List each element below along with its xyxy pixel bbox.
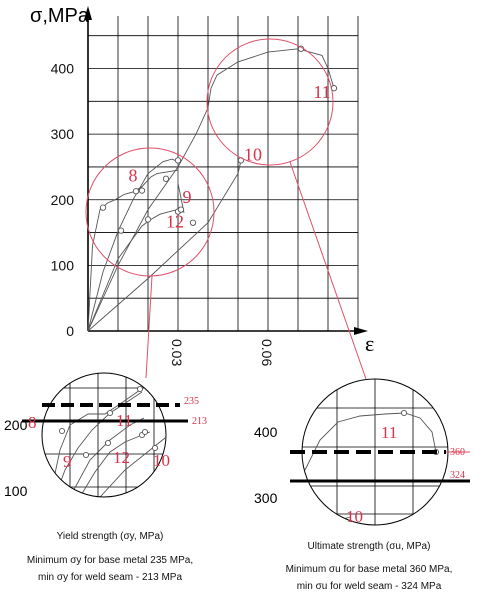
series-line-11	[87, 48, 335, 332]
ultimate-inset: 360 324 400 300 11 10	[254, 378, 470, 526]
highlight-circle-yield	[85, 147, 215, 277]
x-tick-labels: 0.03 0.06	[169, 339, 275, 366]
curve-labels: 8 9 10 11 12	[129, 82, 331, 231]
ultimate-ytick-400: 400	[254, 424, 278, 440]
curve-label-9: 9	[183, 187, 192, 207]
ultimate-line-360-label: 360	[450, 447, 465, 458]
yield-label-9: 9	[63, 452, 72, 471]
yield-inset-grid	[42, 373, 166, 497]
y-tick-label: 400	[51, 61, 75, 77]
data-point	[117, 227, 125, 234]
yield-label-12: 12	[113, 448, 130, 467]
y-axis-arrow	[84, 6, 92, 20]
yield-label-11: 11	[116, 411, 132, 430]
y-axis-label: σ,MPa	[30, 5, 90, 27]
ultimate-ytick-300: 300	[254, 490, 278, 506]
yield-inset: 235 213 200 100 8 11 9 12 10	[4, 372, 207, 499]
ultimate-label-10: 10	[346, 507, 363, 526]
data-point	[99, 204, 107, 211]
yield-line-213-label: 213	[192, 416, 207, 427]
curve-label-12: 12	[166, 211, 184, 231]
ultimate-line-324-label: 324	[450, 470, 465, 481]
data-point	[138, 187, 146, 194]
connector-yield	[145, 275, 153, 379]
series-line-10	[87, 160, 242, 332]
ultimate-caption: Ultimate strength (σu, MPa) Minimum σu f…	[260, 538, 478, 595]
ultimate-label-11: 11	[381, 423, 397, 442]
y-tick-label: 100	[51, 257, 75, 273]
series-group	[87, 48, 335, 332]
yield-caption-title: Yield strength (σy, MPa)	[56, 531, 164, 542]
y-tick-label: 200	[51, 192, 75, 208]
data-point	[132, 188, 140, 195]
y-tick-labels: 0 100 200 300 400	[51, 61, 75, 340]
main-grid	[88, 16, 359, 331]
x-tick-label: 0.06	[259, 339, 275, 366]
yield-label-8: 8	[28, 413, 37, 432]
yield-ytick-100: 100	[4, 483, 28, 499]
yield-caption: Yield strength (σy, MPa) Minimum σy for …	[10, 528, 210, 586]
curve-label-10: 10	[244, 144, 262, 164]
x-tick-label: 0.03	[169, 339, 185, 366]
main-axes	[84, 6, 368, 335]
ultimate-caption-note2: min σu for weld seam - 324 MPa	[296, 581, 442, 592]
ultimate-caption-title: Ultimate strength (σu, MPa)	[307, 541, 431, 552]
y-tick-label: 300	[51, 126, 75, 142]
series-line-9	[87, 158, 185, 332]
highlight-circle-ultimate	[206, 38, 334, 166]
curve-label-11: 11	[313, 82, 330, 102]
y-tick-label: 0	[66, 323, 74, 339]
data-point	[177, 206, 185, 213]
data-point	[144, 216, 152, 223]
yield-label-10: 10	[153, 451, 170, 470]
yield-caption-note1: Minimum σy for base metal 235 MPa,	[26, 555, 194, 566]
connector-ultimate	[289, 161, 367, 380]
ultimate-caption-note1: Minimum σu for base metal 360 MPa,	[285, 564, 453, 575]
data-point	[174, 157, 182, 164]
yield-ytick-200: 200	[4, 417, 28, 433]
yield-caption-note2: min σy for weld seam - 213 MPa	[38, 572, 182, 583]
data-point	[162, 175, 170, 182]
yield-line-235-label: 235	[184, 396, 199, 407]
series-line-8	[87, 169, 179, 332]
curve-label-8: 8	[129, 165, 138, 185]
ultimate-inset-curves	[302, 412, 437, 525]
data-point	[189, 219, 197, 226]
ultimate-inset-grid	[302, 379, 448, 525]
yield-inset-markers	[58, 385, 159, 459]
x-axis-label: ε	[365, 331, 374, 356]
yield-inset-circle	[41, 372, 167, 498]
x-axis-arrow	[354, 327, 368, 335]
